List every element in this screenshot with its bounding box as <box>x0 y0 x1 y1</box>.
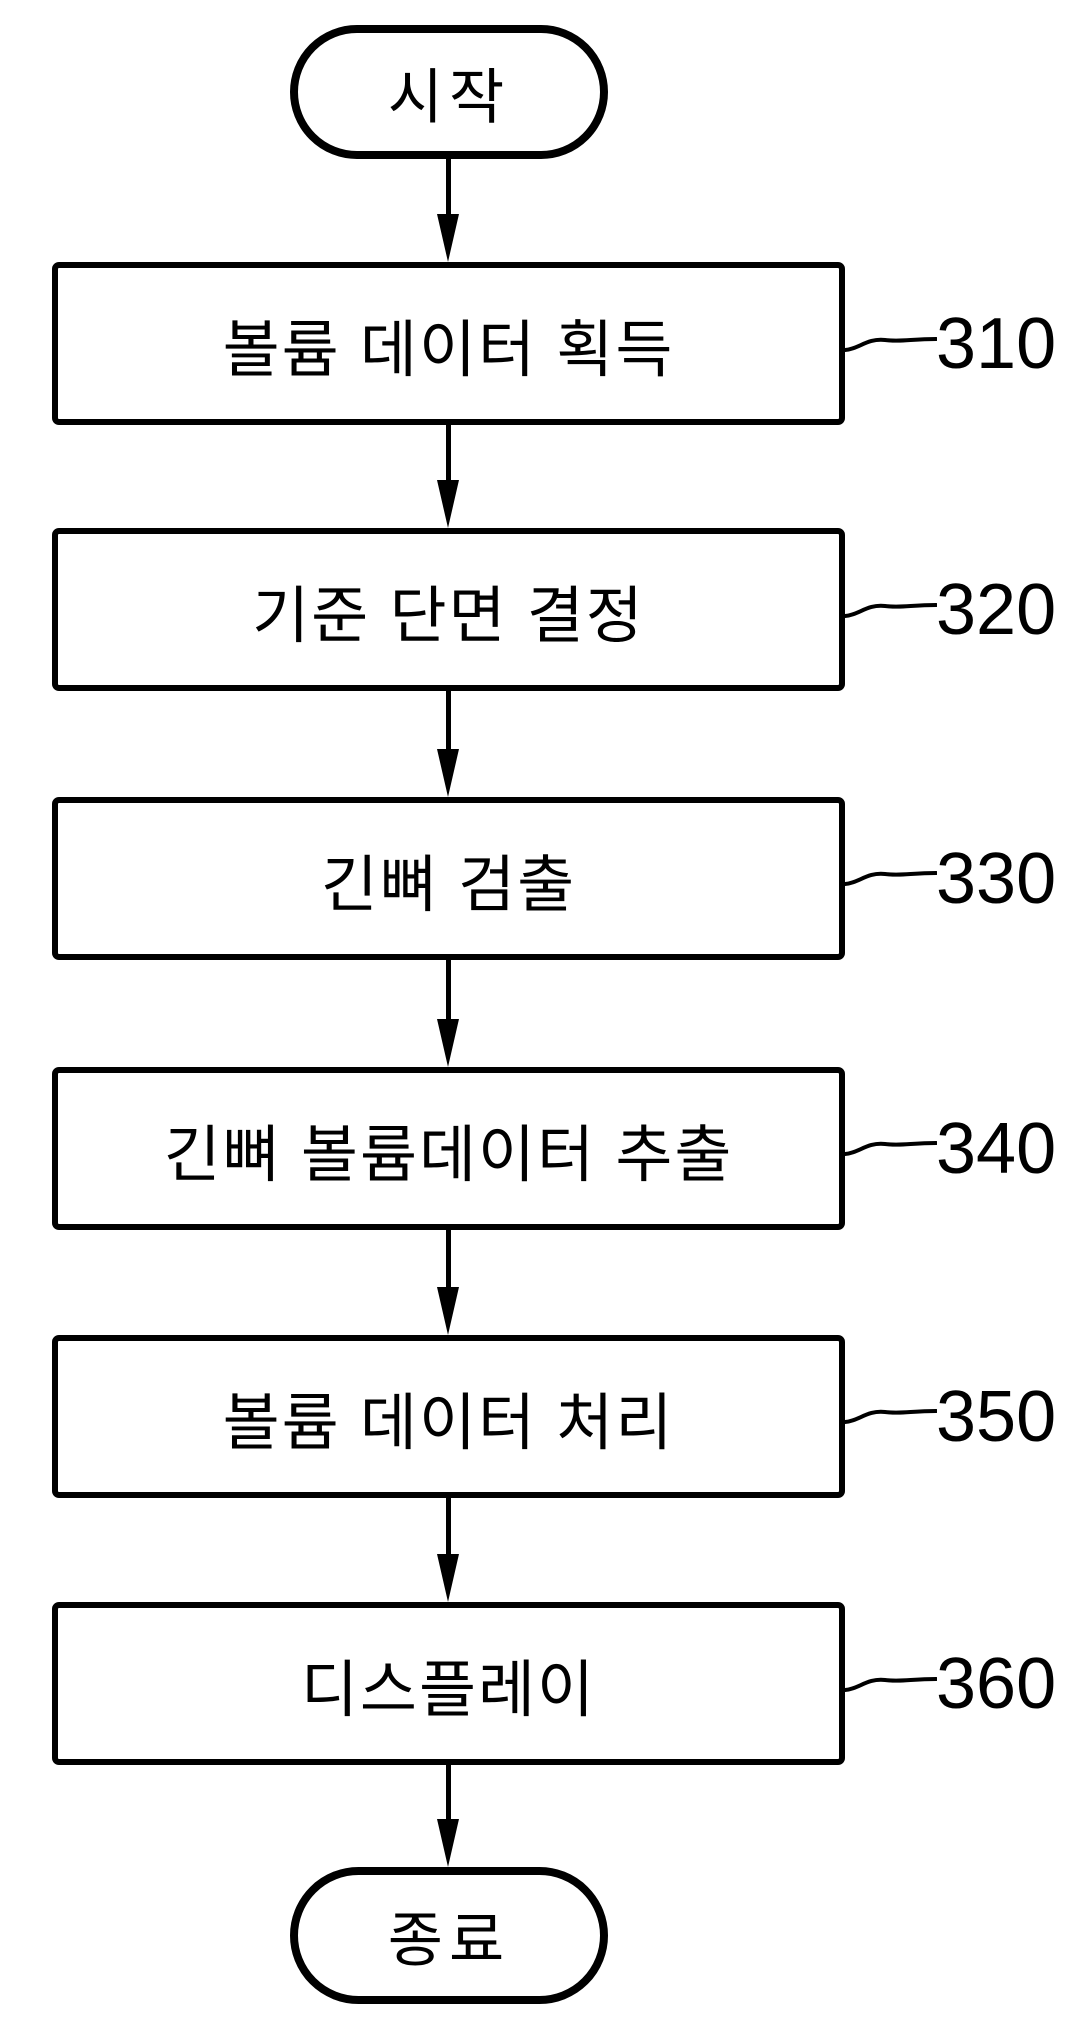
process-box-310: 볼륨 데이터 획득 <box>52 262 845 425</box>
flow-arrow-1 <box>437 158 459 262</box>
arrow-head-icon <box>437 480 459 528</box>
step-label: 긴뼈 검출 <box>320 850 577 920</box>
process-box-350: 볼륨 데이터 처리 <box>52 1335 845 1498</box>
ref-label-320: 320 <box>936 570 1057 650</box>
process-box-340: 긴뼈 볼륨데이터 추출 <box>52 1067 845 1230</box>
start-terminal: 시작 <box>290 25 608 159</box>
arrow-stem <box>445 960 451 1027</box>
step-label: 디스플레이 <box>300 1655 597 1725</box>
ref-connector-line <box>845 603 937 618</box>
start-terminal-label: 시작 <box>387 63 511 131</box>
arrow-head-icon <box>437 214 459 262</box>
ref-label-310: 310 <box>936 304 1057 384</box>
flow-arrow-4 <box>437 960 459 1067</box>
arrow-head-icon <box>437 1287 459 1335</box>
flow-arrow-5 <box>437 1230 459 1335</box>
ref-connector-line <box>845 871 937 886</box>
ref-label-340: 340 <box>936 1109 1057 1189</box>
arrow-stem <box>445 1765 451 1827</box>
arrow-stem <box>445 1230 451 1295</box>
end-terminal-label: 종료 <box>387 1907 511 1974</box>
arrow-head-icon <box>437 749 459 797</box>
step-label: 긴뼈 볼륨데이터 추출 <box>163 1120 734 1190</box>
ref-connector-line <box>845 1409 937 1424</box>
flow-arrow-2 <box>437 425 459 528</box>
process-box-330: 긴뼈 검출 <box>52 797 845 960</box>
arrow-head-icon <box>437 1019 459 1067</box>
ref-label-330: 330 <box>936 839 1057 919</box>
step-label: 볼륨 데이터 획득 <box>222 315 675 385</box>
arrow-stem <box>445 1498 451 1562</box>
ref-label-360: 360 <box>936 1644 1057 1724</box>
end-terminal: 종료 <box>290 1867 608 2004</box>
flow-arrow-6 <box>437 1498 459 1602</box>
arrow-stem <box>445 425 451 488</box>
arrow-stem <box>445 691 451 757</box>
ref-connector-line <box>845 337 937 352</box>
ref-connector-line <box>845 1141 937 1156</box>
process-box-320: 기준 단면 결정 <box>52 528 845 691</box>
ref-connector-line <box>845 1677 937 1692</box>
step-label: 볼륨 데이터 처리 <box>222 1388 675 1458</box>
flow-arrow-7 <box>437 1765 459 1867</box>
flow-arrow-3 <box>437 691 459 797</box>
ref-label-350: 350 <box>936 1377 1057 1457</box>
arrow-head-icon <box>437 1819 459 1867</box>
arrow-head-icon <box>437 1554 459 1602</box>
step-label: 기준 단면 결정 <box>252 581 645 651</box>
arrow-stem <box>445 158 451 222</box>
process-box-360: 디스플레이 <box>52 1602 845 1765</box>
